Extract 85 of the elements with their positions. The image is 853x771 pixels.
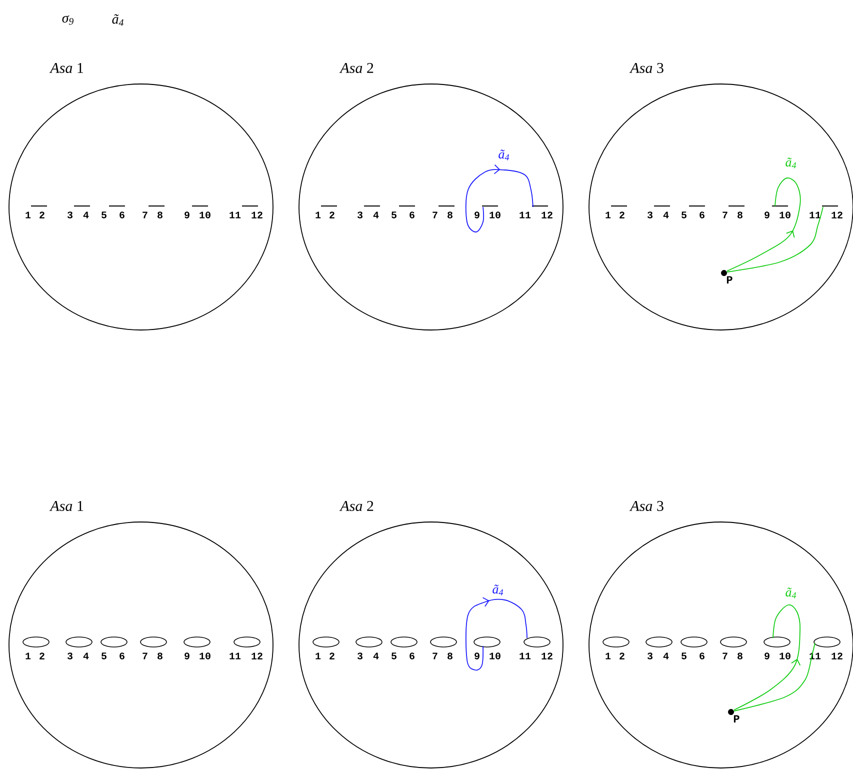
point-number: 2 xyxy=(40,652,44,660)
point-number: 12 xyxy=(252,652,262,660)
point-number: 8 xyxy=(738,652,742,660)
point-number: 5 xyxy=(102,212,106,218)
point-number: 7 xyxy=(142,212,148,218)
point-number: 11 xyxy=(230,652,241,660)
disk-heading: Asa 3 xyxy=(629,62,664,74)
point-number: 1 xyxy=(26,212,31,218)
point-number: 4 xyxy=(373,652,379,660)
point-number: 8 xyxy=(448,212,452,218)
point-number: 3 xyxy=(357,652,362,660)
point-number: 4 xyxy=(663,652,669,660)
point-number: 6 xyxy=(410,652,414,660)
point-number: 12 xyxy=(542,212,552,218)
point-number: 7 xyxy=(432,652,438,660)
point-number: 8 xyxy=(158,652,162,660)
point-number: 2 xyxy=(620,652,624,660)
point-number: 8 xyxy=(448,652,452,660)
point-number: 2 xyxy=(330,212,334,218)
point-number: 11 xyxy=(230,212,241,218)
disk-heading: Asa 3 xyxy=(629,500,664,512)
point-number: 8 xyxy=(158,212,162,218)
point-number: 1 xyxy=(316,212,321,218)
point-number: 10 xyxy=(490,652,500,660)
point-number: 3 xyxy=(67,652,72,660)
point-number: 1 xyxy=(606,212,611,218)
edge-label: ã$_{4}$ xyxy=(492,584,504,596)
point-number: 1 xyxy=(26,652,31,660)
point-number: 9 xyxy=(184,212,190,218)
point-number: 4 xyxy=(83,212,89,218)
point-number: 6 xyxy=(700,652,704,660)
point-number: 1 xyxy=(316,652,321,660)
point-number: 5 xyxy=(682,212,686,218)
point-number: 6 xyxy=(410,212,414,218)
disk-heading: Asa 1 xyxy=(49,62,84,74)
point-number: 9 xyxy=(474,652,480,660)
edge-label: ã$_{4}$ xyxy=(786,158,796,168)
point-label: P xyxy=(726,276,732,284)
point-number: 2 xyxy=(620,212,624,218)
point-number: 5 xyxy=(682,652,686,660)
point-number: 6 xyxy=(120,212,124,218)
point-number: 11 xyxy=(520,652,531,660)
point-number: 10 xyxy=(200,212,210,218)
math-symbol: ã$_{4}$ xyxy=(112,14,124,26)
point-number: 3 xyxy=(647,212,652,218)
point-number: 4 xyxy=(373,212,379,218)
edge-label: ã$_{4}$ xyxy=(786,588,796,598)
point-number: 12 xyxy=(252,212,262,218)
point-number: 11 xyxy=(520,212,531,218)
point-number: 10 xyxy=(780,212,790,218)
point-number: 12 xyxy=(832,652,842,660)
disk-heading: Asa 2 xyxy=(339,62,374,74)
point-number: 7 xyxy=(722,652,728,660)
point-number: 7 xyxy=(722,212,728,218)
point-number: 6 xyxy=(120,652,124,660)
point-number: 12 xyxy=(542,652,552,660)
point-number: 2 xyxy=(40,212,44,218)
point-number: 3 xyxy=(67,212,72,218)
point-number: 9 xyxy=(764,652,770,660)
point-number: 7 xyxy=(432,212,438,218)
point-number: 8 xyxy=(738,212,742,218)
point-number: 6 xyxy=(700,212,704,218)
disk-heading: Asa 2 xyxy=(339,500,374,512)
point-number: 1 xyxy=(606,652,611,660)
point-label: P xyxy=(734,715,740,722)
point-number: 10 xyxy=(490,212,500,218)
point-number: 9 xyxy=(184,652,190,660)
point-number: 5 xyxy=(392,652,396,660)
point-number: 3 xyxy=(357,212,362,218)
point-number: 10 xyxy=(200,652,210,660)
point-number: 10 xyxy=(780,652,790,660)
point-number: 5 xyxy=(392,212,396,218)
point-number: 9 xyxy=(764,212,770,218)
point-number: 2 xyxy=(330,652,334,660)
point-number: 7 xyxy=(142,652,148,660)
point-number: 4 xyxy=(663,212,669,218)
point-number: 4 xyxy=(83,652,89,660)
point-number: 5 xyxy=(102,652,106,660)
disk-heading: Asa 1 xyxy=(49,500,84,512)
edge-label: ã$_{4}$ xyxy=(498,150,510,160)
point-number: 12 xyxy=(832,212,842,218)
math-symbol: σ$_{9}$ xyxy=(62,15,74,25)
point-number: 3 xyxy=(647,652,652,660)
point-number: 11 xyxy=(810,212,821,218)
point-number: 9 xyxy=(474,212,480,218)
